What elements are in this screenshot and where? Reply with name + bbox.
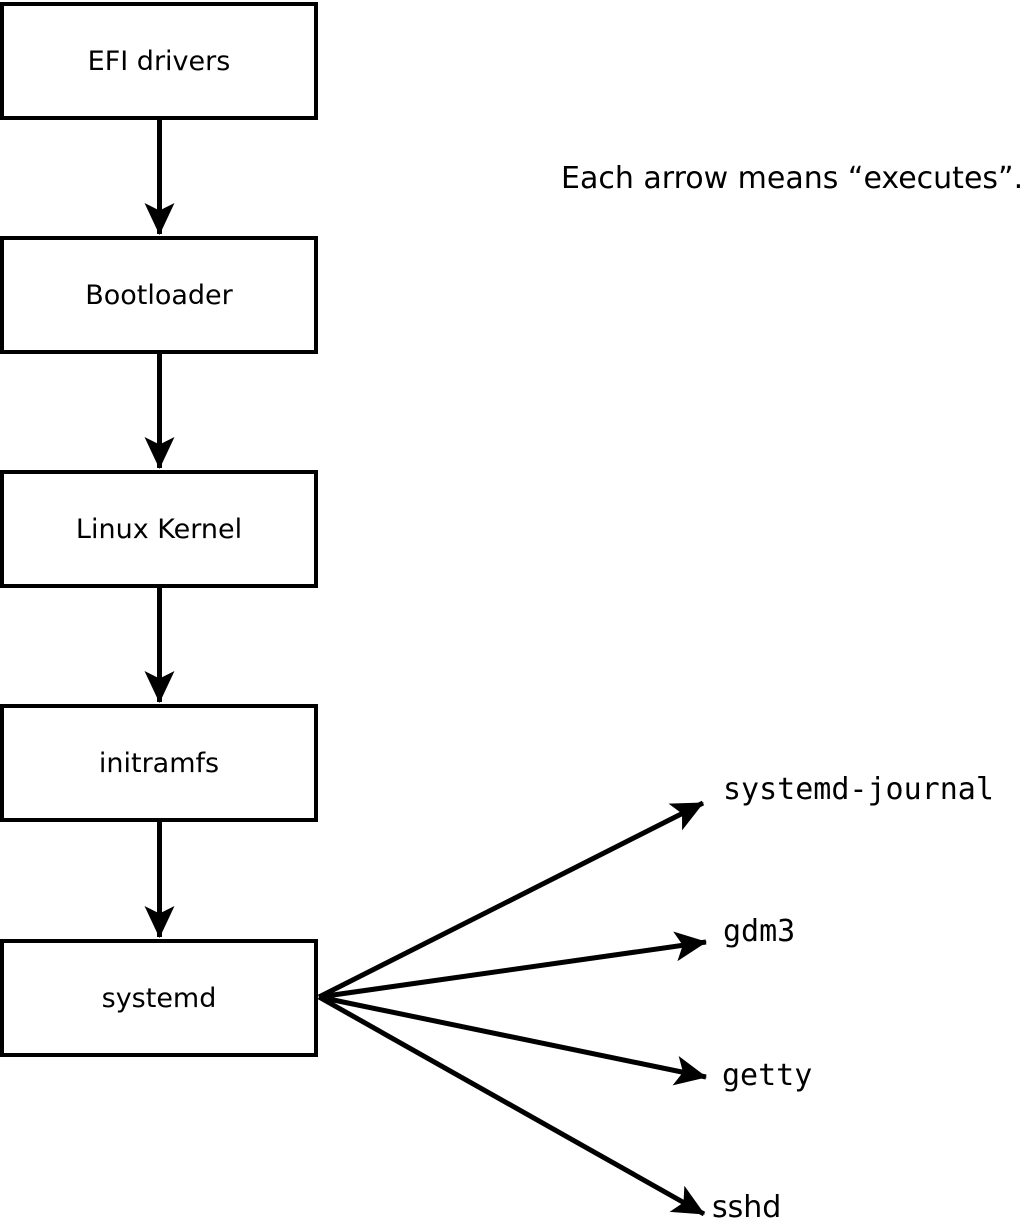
diagram-caption: Each arrow means “executes”. bbox=[561, 161, 1023, 196]
node-systemd: systemd bbox=[0, 939, 318, 1057]
node-systemd-label: systemd bbox=[101, 982, 217, 1014]
process-label-getty: getty bbox=[722, 1058, 813, 1093]
arrow-systemd-to-sshd bbox=[317, 994, 706, 1217]
node-linux-kernel: Linux Kernel bbox=[0, 470, 318, 588]
node-efi-drivers-label: EFI drivers bbox=[87, 45, 231, 77]
node-bootloader: Bootloader bbox=[0, 236, 318, 354]
arrow-systemd-to-getty bbox=[318, 994, 707, 1086]
node-bootloader-label: Bootloader bbox=[85, 279, 233, 311]
node-initramfs: initramfs bbox=[0, 704, 318, 822]
arrow-systemd-to-gdm3 bbox=[318, 931, 707, 1000]
process-label-sshd: sshd bbox=[712, 1190, 782, 1225]
node-linux-kernel-label: Linux Kernel bbox=[75, 513, 243, 545]
arrow-systemd-to-journal bbox=[317, 800, 705, 1000]
process-label-gdm3: gdm3 bbox=[723, 914, 796, 949]
process-label-systemd-journal: systemd-journal bbox=[723, 772, 994, 807]
node-initramfs-label: initramfs bbox=[98, 747, 220, 779]
node-efi-drivers: EFI drivers bbox=[0, 2, 318, 120]
